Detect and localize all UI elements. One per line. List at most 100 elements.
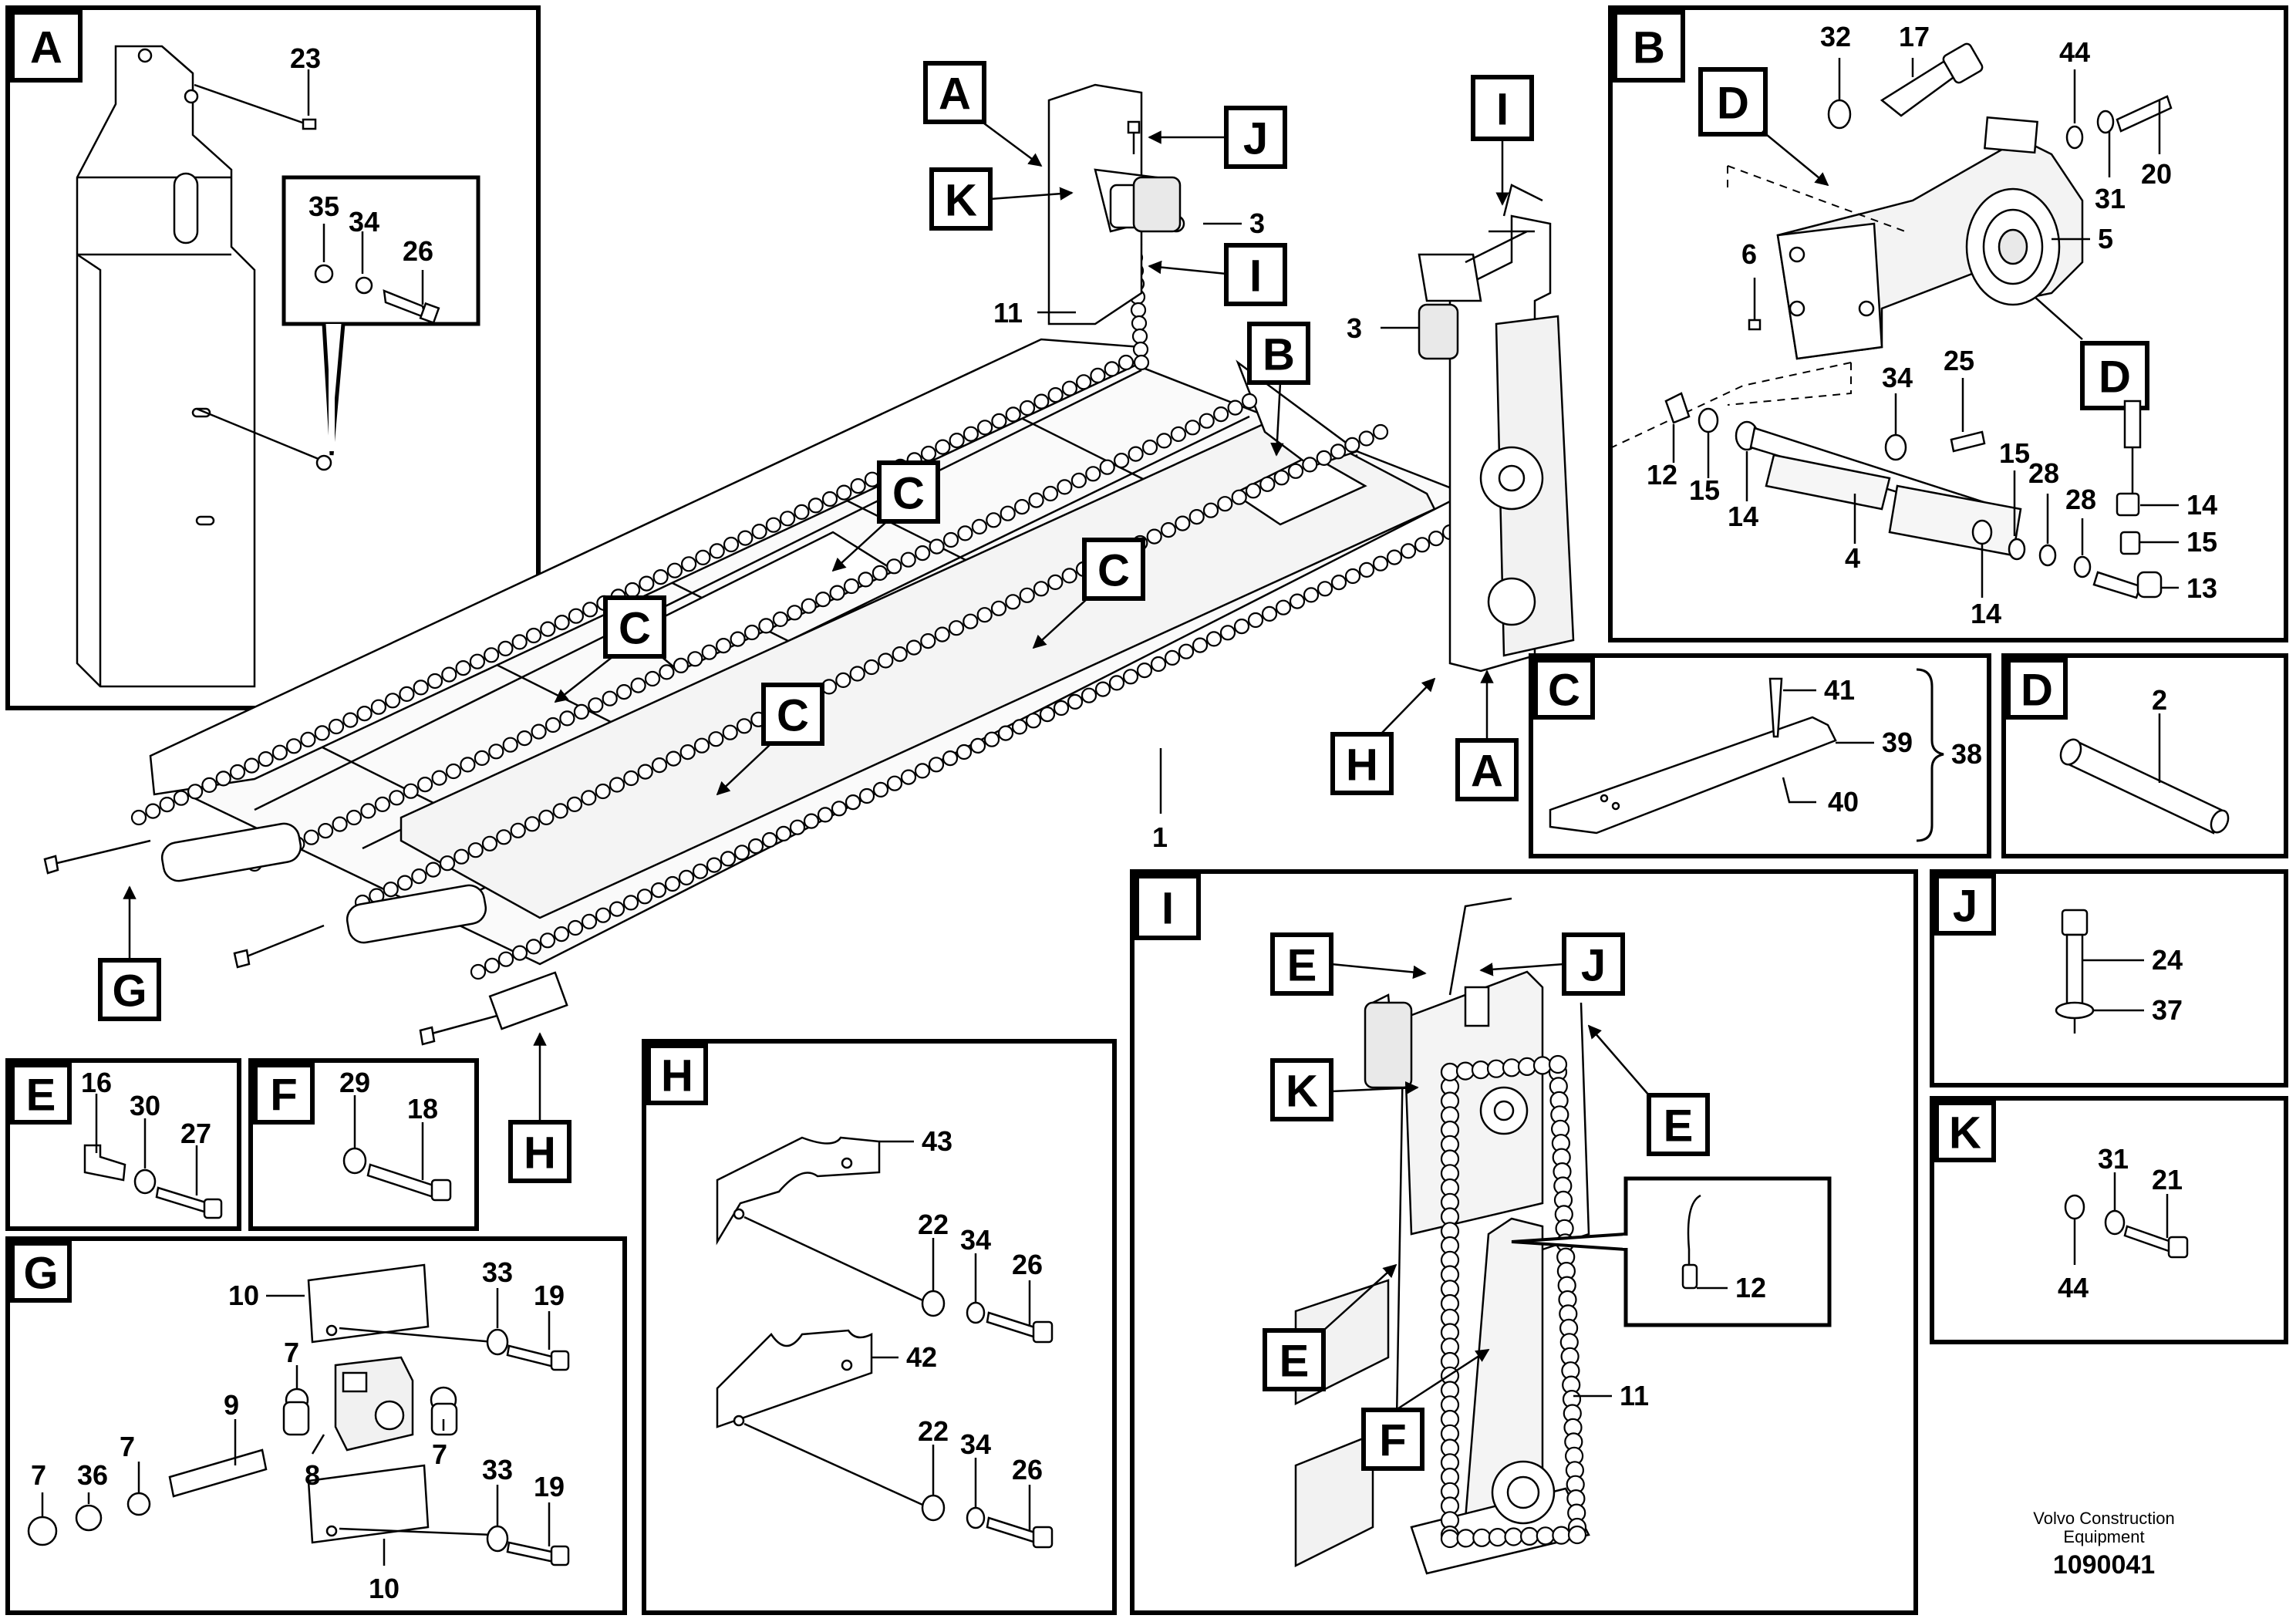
callout-34: 34	[960, 1428, 991, 1460]
svg-text:D: D	[2021, 666, 2053, 716]
callout-25: 25	[1944, 345, 1974, 376]
callout-16: 16	[81, 1067, 112, 1098]
drive-housing-right	[1418, 184, 1575, 673]
svg-text:C: C	[1548, 666, 1580, 716]
callout-29: 29	[339, 1067, 370, 1098]
bracket-plate-icon	[716, 1329, 873, 1428]
panel-i-subtag-e1: E	[1270, 932, 1333, 996]
callout-3: 3	[1347, 312, 1362, 344]
callout-37: 37	[2152, 994, 2183, 1026]
callout-5: 5	[2098, 223, 2113, 255]
callout-11: 11	[1620, 1380, 1649, 1411]
callout-7: 7	[284, 1337, 299, 1368]
bolt-icon	[1880, 60, 1961, 117]
svg-text:K: K	[1949, 1108, 1981, 1158]
panel-i-tag: I	[1135, 874, 1201, 940]
panel-e-tag: E	[10, 1063, 72, 1125]
svg-text:H: H	[1346, 740, 1378, 791]
tag-c-main-1: C	[877, 460, 940, 524]
panel-i-subtag-e3: E	[1263, 1328, 1326, 1391]
callout-26: 26	[403, 235, 433, 267]
callout-26: 26	[1012, 1454, 1043, 1485]
callout-14: 14	[1728, 501, 1758, 532]
panel-c-tag: C	[1533, 658, 1595, 720]
callout-38: 38	[1951, 738, 1982, 770]
callout-12: 12	[1647, 459, 1677, 491]
panel-i-subtag-e2: E	[1647, 1093, 1710, 1156]
panel-g-frame	[5, 1236, 627, 1615]
callout-31: 31	[2098, 1143, 2129, 1175]
svg-text:C: C	[892, 469, 925, 519]
clip-icon	[83, 1144, 126, 1182]
hydraulic-motor-icon	[1132, 176, 1182, 233]
panel-a-tag: A	[10, 10, 83, 83]
svg-text:F: F	[1379, 1416, 1406, 1466]
svg-text:E: E	[1664, 1101, 1694, 1152]
svg-text:A: A	[30, 23, 62, 73]
wear-strip-icon	[1549, 716, 1837, 835]
panel-h-tag: H	[646, 1044, 708, 1105]
panel-k-tag: K	[1934, 1101, 1996, 1162]
panel-a-detail-box: 35 34 26	[282, 175, 480, 456]
svg-text:C: C	[777, 691, 809, 741]
callout-20: 20	[2141, 158, 2172, 190]
washer-icon	[1827, 99, 1852, 130]
callout-33: 33	[482, 1454, 513, 1485]
callout-28: 28	[2028, 457, 2059, 489]
panel-f: F 29 18	[248, 1058, 479, 1231]
svg-text:I: I	[1496, 85, 1509, 135]
bolt-icon	[2061, 909, 2089, 936]
svg-text:J: J	[1953, 882, 1977, 932]
svg-text:H: H	[524, 1128, 556, 1179]
callout-43: 43	[922, 1125, 952, 1157]
panel-b-tag: B	[1613, 10, 1685, 83]
panel-g: G 10 33 19 7 9 7	[5, 1236, 627, 1615]
svg-text:D: D	[2099, 352, 2131, 403]
panel-b-subtag-d1: D	[1698, 67, 1768, 137]
callout-44: 44	[2059, 36, 2090, 68]
panel-d-tag: D	[2006, 658, 2068, 720]
panel-h-frame	[642, 1039, 1117, 1615]
hydraulic-motor-icon	[1418, 303, 1459, 360]
callout-13: 13	[2186, 572, 2217, 604]
footer: Volvo Construction Equipment 1090041	[2033, 1509, 2174, 1580]
svg-text:K: K	[945, 176, 977, 226]
callout-7: 7	[432, 1438, 447, 1470]
callout-14: 14	[1971, 598, 2001, 629]
brand-line-2: Equipment	[2063, 1527, 2144, 1546]
callout-21: 21	[2152, 1164, 2183, 1195]
callout-14: 14	[2186, 489, 2217, 521]
pin-icon	[2065, 739, 2223, 835]
panel-i-frame	[1130, 869, 1918, 1615]
panel-i-subtag-k: K	[1270, 1058, 1333, 1121]
callout-10: 10	[228, 1280, 259, 1311]
callout-7: 7	[31, 1459, 46, 1491]
hydraulic-motor-icon	[1364, 1001, 1413, 1089]
tag-c-main-4: C	[761, 683, 824, 746]
callout-36: 7	[120, 1431, 135, 1462]
chain	[1440, 1054, 1587, 1549]
panel-b: B D D 32 17 44 3	[1608, 5, 2288, 642]
svg-text:C: C	[1097, 546, 1130, 596]
tag-g-main: G	[98, 958, 161, 1021]
callout-22: 22	[918, 1415, 949, 1447]
callout-24: 24	[2152, 944, 2183, 976]
tag-h-main-2: H	[508, 1120, 571, 1183]
callout-26: 26	[1012, 1249, 1043, 1280]
svg-text:I: I	[1161, 884, 1174, 934]
callout-42: 42	[906, 1341, 937, 1373]
panel-h: H 43 42 22 34 26 22 34 26	[642, 1039, 1117, 1615]
panel-d: D 2	[2001, 653, 2288, 858]
tag-i-main-1: I	[1224, 243, 1287, 306]
callout-23: 23	[290, 42, 321, 74]
svg-text:J: J	[1581, 941, 1606, 991]
callout-41: 41	[1824, 674, 1855, 706]
tag-c-main-2: C	[1082, 538, 1145, 601]
wear-plate-icon	[307, 1464, 430, 1544]
svg-text:H: H	[661, 1051, 693, 1101]
tag-j-main: J	[1224, 106, 1287, 169]
panel-c-frame	[1529, 653, 1991, 858]
panel-e: E 16 30 27	[5, 1058, 241, 1231]
callout-2: 2	[2152, 684, 2167, 716]
tag-i-main-2: I	[1471, 75, 1534, 141]
